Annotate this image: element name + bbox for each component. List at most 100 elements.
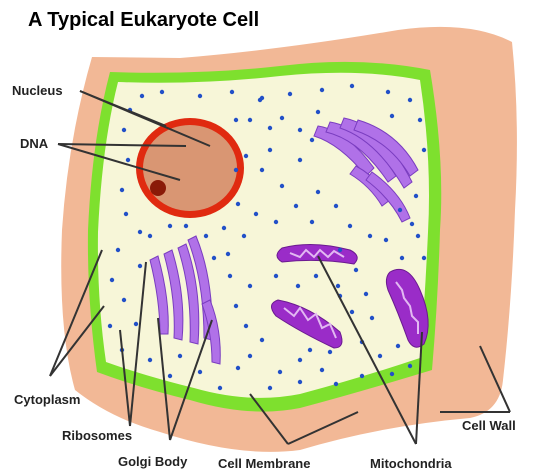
ribosome-dot [260,338,264,342]
ribosome-dot [370,316,374,320]
ribosome-dot [298,128,302,132]
label-golgi-body: Golgi Body [118,454,188,469]
ribosome-dot [400,256,404,260]
ribosome-dot [212,256,216,260]
ribosome-dot [364,292,368,296]
ribosome-dot [178,354,182,358]
ribosome-dot [398,208,402,212]
ribosome-dot [242,234,246,238]
ribosome-dot [160,90,164,94]
ribosome-dot [184,224,188,228]
ribosome-dot [316,110,320,114]
ribosome-dot [260,168,264,172]
ribosome-dot [320,368,324,372]
ribosome-dot [316,190,320,194]
ribosome-dot [414,194,418,198]
ribosome-dot [230,90,234,94]
cytoplasm [98,73,429,398]
ribosome-dot [110,278,114,282]
ribosome-dot [278,370,282,374]
ribosome-dot [134,322,138,326]
label-mitochondria: Mitochondria [370,456,452,471]
ribosome-dot [334,382,338,386]
ribosome-dot [336,284,340,288]
nucleolus [150,180,166,196]
ribosome-dot [268,386,272,390]
ribosome-dot [408,98,412,102]
ribosome-dot [120,188,124,192]
ribosome-dot [368,234,372,238]
ribosome-dot [422,256,426,260]
ribosome-dot [248,284,252,288]
label-nucleus: Nucleus [12,83,63,98]
ribosome-dot [416,234,420,238]
ribosome-dot [294,204,298,208]
ribosome-dot [308,348,312,352]
ribosome-dot [408,364,412,368]
ribosome-dot [360,374,364,378]
label-dna: DNA [20,136,49,151]
ribosome-dot [254,212,258,216]
ribosome-dot [274,274,278,278]
ribosome-dot [310,138,314,142]
ribosome-dot [354,268,358,272]
ribosome-dot [390,372,394,376]
ribosome-dot [234,168,238,172]
ribosome-dot [138,264,142,268]
ribosome-dot [410,222,414,226]
ribosome-dot [168,374,172,378]
ribosome-dot [236,366,240,370]
ribosome-dot [168,224,172,228]
ribosome-dot [228,274,232,278]
ribosome-dot [338,248,342,252]
ribosome-dot [244,324,248,328]
ribosome-dot [296,284,300,288]
ribosome-dot [140,94,144,98]
ribosome-dot [386,90,390,94]
ribosome-dot [268,148,272,152]
nucleus [136,118,244,218]
ribosome-dot [126,158,130,162]
ribosome-dot [122,298,126,302]
ribosome-dot [310,220,314,224]
ribosome-dot [350,84,354,88]
ribosome-dot [320,88,324,92]
ribosome-dot [334,204,338,208]
label-ribosomes: Ribosomes [62,428,132,443]
ribosome-dot [418,118,422,122]
ribosome-dot [148,358,152,362]
ribosome-dot [122,128,126,132]
ribosome-dot [328,350,332,354]
ribosome-dot [204,234,208,238]
ribosome-dot [222,226,226,230]
ribosome-dot [288,92,292,96]
ribosome-dot [298,358,302,362]
ribosome-dot [298,158,302,162]
ribosome-dot [234,304,238,308]
ribosome-dot [148,234,152,238]
ribosome-dot [248,118,252,122]
ribosome-dot [378,354,382,358]
label-cytoplasm: Cytoplasm [14,392,80,407]
ribosome-dot [280,184,284,188]
ribosome-dot [234,118,238,122]
ribosome-dot [218,386,222,390]
ribosome-dot [314,274,318,278]
ribosome-dot [236,202,240,206]
ribosome-dot [390,114,394,118]
ribosome-dot [258,98,262,102]
ribosome-dot [108,324,112,328]
ribosome-dot [198,94,202,98]
ribosome-dot [244,154,248,158]
ribosome-dot [124,212,128,216]
ribosome-dot [138,230,142,234]
ribosome-dot [422,148,426,152]
ribosome-dot [226,252,230,256]
diagram-title: A Typical Eukaryote Cell [28,9,259,31]
ribosome-dot [396,344,400,348]
ribosome-dot [348,224,352,228]
ribosome-dot [298,380,302,384]
ribosome-dot [280,116,284,120]
ribosome-dot [248,354,252,358]
